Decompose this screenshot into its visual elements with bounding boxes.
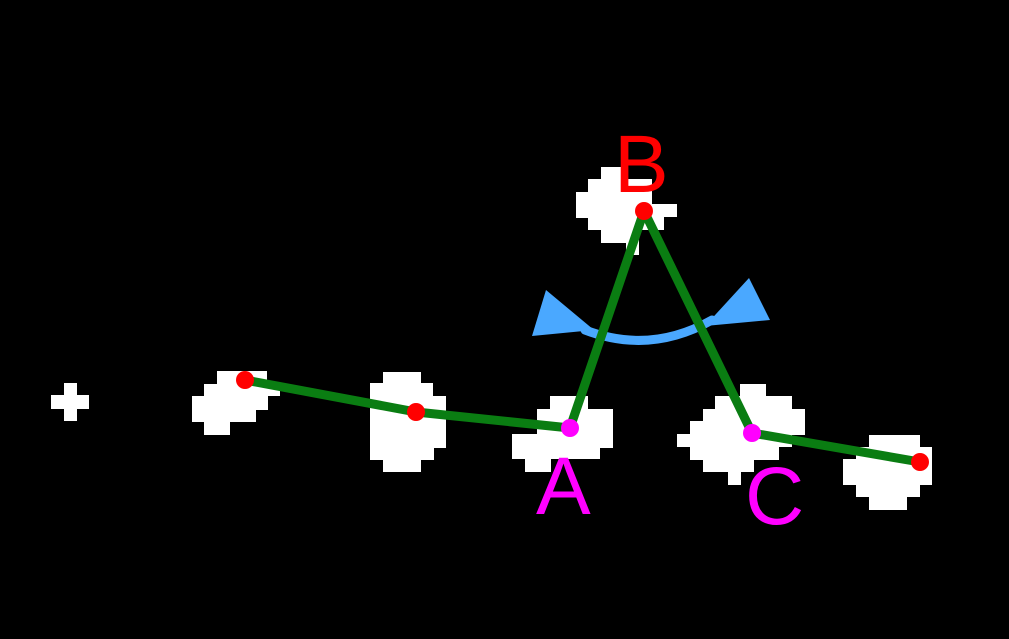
blob-1 xyxy=(192,371,280,435)
nodes xyxy=(236,202,929,471)
label-b: B xyxy=(614,119,669,210)
node-red-1 xyxy=(236,371,254,389)
node-red-3 xyxy=(911,453,929,471)
node-red-2 xyxy=(407,403,425,421)
node-a xyxy=(561,419,579,437)
connector-segment xyxy=(240,375,421,417)
connector-segment xyxy=(747,428,925,467)
connector-path xyxy=(240,206,925,467)
node-c xyxy=(743,424,761,442)
connector-segment xyxy=(639,206,757,438)
label-a: A xyxy=(536,441,591,532)
blob-4 xyxy=(576,167,677,255)
connector-segment xyxy=(565,206,649,433)
blob-2 xyxy=(370,372,446,472)
plus-icon xyxy=(51,383,89,421)
label-c: C xyxy=(745,451,804,542)
connector-segment xyxy=(411,407,575,433)
node-b xyxy=(635,202,653,220)
